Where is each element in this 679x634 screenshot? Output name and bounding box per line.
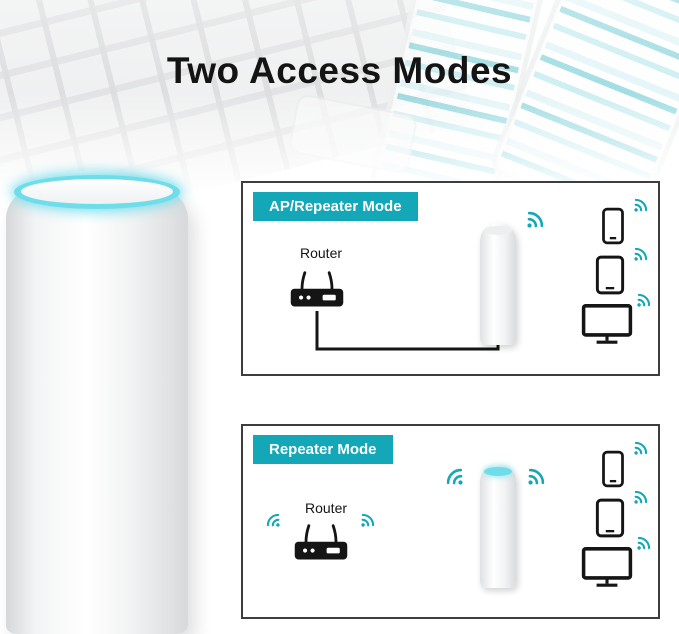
router-icon bbox=[294, 524, 348, 560]
extender-icon bbox=[480, 223, 516, 345]
tablet-icon bbox=[595, 255, 625, 295]
smartphone-icon bbox=[602, 450, 624, 488]
router-icon bbox=[290, 271, 344, 307]
wifi-signal-icon bbox=[634, 247, 648, 261]
mode-badge: AP/Repeater Mode bbox=[253, 192, 418, 221]
smartphone-icon bbox=[602, 207, 624, 245]
wifi-signal-icon bbox=[446, 468, 463, 485]
wifi-signal-icon bbox=[266, 513, 280, 527]
extender-icon bbox=[480, 464, 516, 588]
wifi-signal-icon bbox=[634, 490, 648, 504]
panel-ap-repeater-mode: AP/Repeater Mode Router bbox=[241, 181, 660, 376]
monitor-icon bbox=[581, 304, 633, 344]
wifi-signal-icon bbox=[634, 441, 648, 455]
wifi-signal-icon bbox=[528, 468, 545, 485]
wifi-signal-icon bbox=[637, 293, 651, 307]
router-label: Router bbox=[300, 245, 343, 261]
wifi-signal-icon bbox=[361, 513, 375, 527]
router-label: Router bbox=[305, 500, 348, 516]
wifi-extender-product-photo bbox=[6, 170, 188, 634]
page-title: Two Access Modes bbox=[166, 50, 513, 91]
monitor-icon bbox=[581, 547, 633, 587]
wifi-signal-icon bbox=[634, 198, 648, 212]
mode-badge: Repeater Mode bbox=[253, 435, 393, 464]
panel-repeater-mode: Repeater Mode Router bbox=[241, 424, 660, 619]
wifi-signal-icon bbox=[637, 536, 651, 550]
tablet-icon bbox=[595, 498, 625, 538]
device-top-surface bbox=[21, 179, 173, 204]
wifi-signal-icon bbox=[527, 211, 544, 228]
